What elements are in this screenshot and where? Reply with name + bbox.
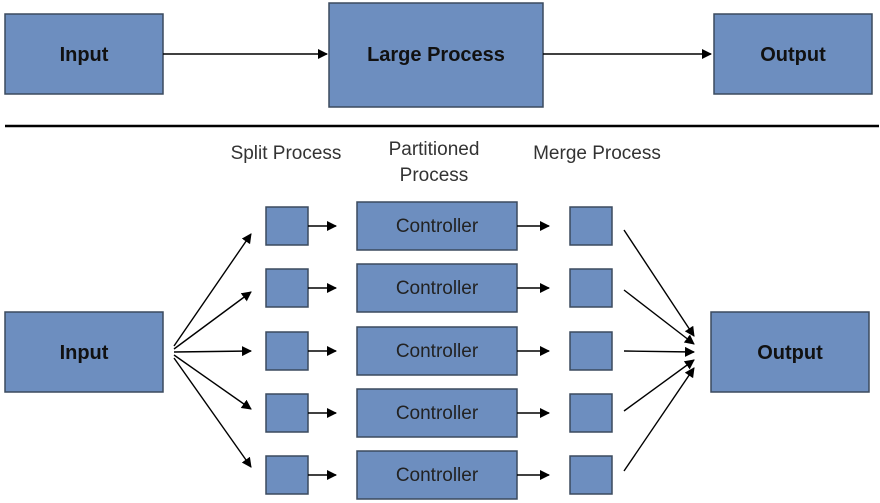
controller-box [356,263,518,313]
partitioned-process-heading-line1: Partitioned [389,139,480,160]
top-flow: Input Large Process Output [4,2,873,108]
large-process-box [328,2,544,108]
split-process-heading: Split Process [231,143,342,164]
partition-row: Controller [173,354,695,438]
top-output-box [713,13,873,95]
split-arrow [173,291,252,350]
merge-box [569,206,613,246]
top-input-box [4,13,164,95]
partitioned-process-heading-line2: Process [400,165,469,186]
bottom-output-label: Output [757,342,823,364]
merge-arrow [623,346,695,357]
split-box [265,455,309,495]
merge-process-heading: Merge Process [533,143,661,164]
merge-box [569,331,613,371]
partition-row: Controller [173,263,695,350]
split-box [265,331,309,371]
controller-box [356,326,518,376]
merge-arrow [623,289,695,345]
split-box [265,393,309,433]
split-arrow [173,346,252,357]
large-process-label: Large Process [367,44,505,66]
bottom-input-label: Input [60,342,109,364]
split-arrow [173,354,252,410]
bottom-input-box [4,311,164,393]
controller-box [356,201,518,251]
partition-rows: ControllerControllerControllerController… [173,201,695,500]
controller-label: Controller [396,465,479,486]
controller-label: Controller [396,341,479,362]
controller-label: Controller [396,216,479,237]
merge-arrow [623,359,695,412]
controller-box [356,450,518,500]
split-arrow [173,233,252,347]
partition-row: Controller [173,201,695,347]
partition-row: Controller [173,357,695,500]
merge-box [569,268,613,308]
controller-label: Controller [396,403,479,424]
controller-box [356,388,518,438]
split-arrow [173,357,252,468]
bottom-output-box [710,311,870,393]
top-input-label: Input [60,44,109,66]
split-box [265,268,309,308]
merge-box [569,393,613,433]
merge-box [569,455,613,495]
merge-arrow [623,367,695,472]
controller-label: Controller [396,278,479,299]
partition-row: Controller [173,326,695,376]
top-output-label: Output [760,44,826,66]
merge-arrow [623,229,695,337]
split-box [265,206,309,246]
